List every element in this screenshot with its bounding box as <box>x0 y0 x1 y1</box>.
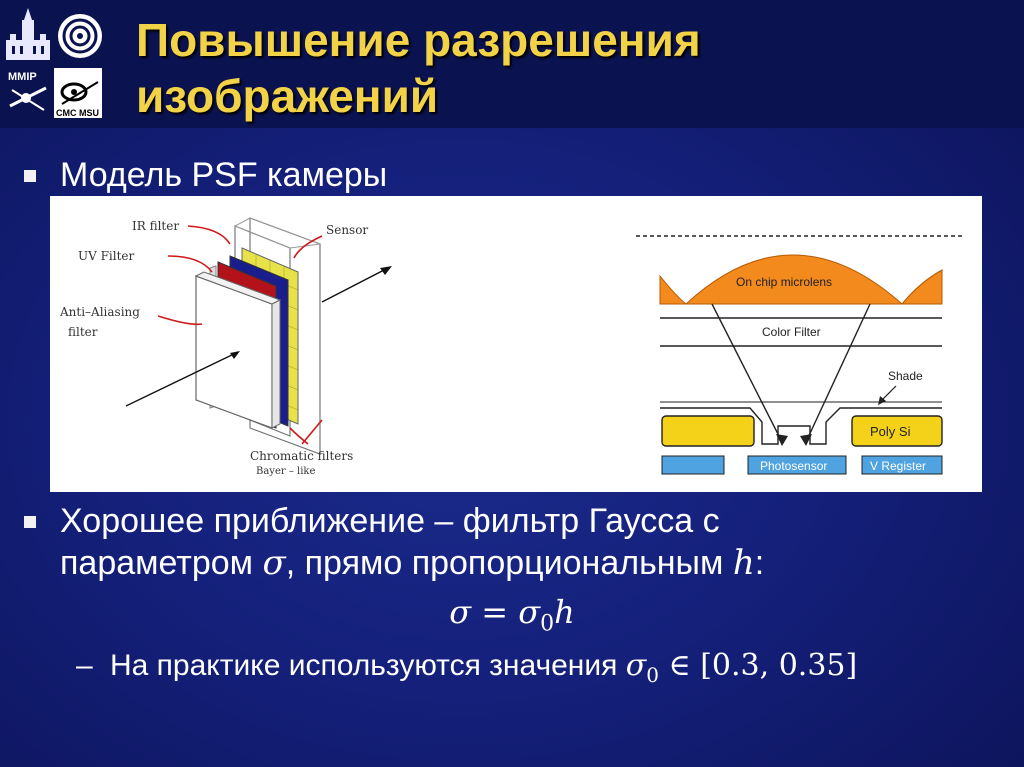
label-photosensor: Photosensor <box>760 459 827 473</box>
sigma-formula: σ = σ0h <box>449 593 575 637</box>
label-microlens: On chip microlens <box>736 275 832 289</box>
label-anti-aliasing-2: filter <box>68 325 98 339</box>
gauss-line-1: Хорошее приближение – фильтр Гаусса с <box>60 502 720 540</box>
mmip-label: MMIP <box>8 71 37 83</box>
cmc-msu-label: CMC MSU <box>56 108 99 118</box>
sigma-interval: [0.3, 0.35] <box>700 648 858 683</box>
label-color-filter: Color Filter <box>762 325 821 339</box>
label-ir-filter: IR filter <box>132 219 179 233</box>
subbullet-practical-values: –На практике используются значения σ0 ∈ … <box>76 648 858 687</box>
bullet-psf-model: Модель PSF камеры <box>60 156 388 194</box>
v-register-block <box>861 455 943 475</box>
spiral-emblem-icon <box>58 14 102 58</box>
poly-si-right <box>851 415 943 447</box>
poly-si-left <box>661 415 755 447</box>
camera-diagram: IR filter Sensor UV Filter Anti–Aliasing… <box>59 217 962 477</box>
sub-dash: – <box>76 649 93 682</box>
label-uv-filter: UV Filter <box>78 249 135 263</box>
pixel-cross-section-diagram: On chip microlens Color Filter Shade Pol… <box>636 235 962 475</box>
logo-group: MMIP CMC MSU <box>6 8 102 118</box>
label-v-register: V Register <box>870 459 926 473</box>
label-shade: Shade <box>888 369 923 383</box>
label-sensor: Sensor <box>326 223 368 237</box>
bullet-marker-1 <box>24 170 36 182</box>
filter-stack-diagram: IR filter Sensor UV Filter Anti–Aliasing… <box>59 217 392 477</box>
label-chromatic-filters: Chromatic filters <box>250 449 353 463</box>
h-symbol: h <box>732 543 755 583</box>
camera-psf-figure: IR filter Sensor UV Filter Anti–Aliasing… <box>50 196 982 492</box>
msu-building-icon <box>6 8 50 60</box>
title-bar: MMIP CMC MSU Повышение разрешения изобра… <box>0 0 1024 128</box>
title-line-2: изображений <box>136 70 439 122</box>
left-register <box>661 455 725 475</box>
mmip-logo: MMIP <box>6 68 50 118</box>
label-anti-aliasing-1: Anti–Aliasing <box>59 305 140 319</box>
gauss-line-2: параметром σ, прямо пропорциональным h: <box>60 543 765 583</box>
cmc-msu-logo: CMC MSU <box>54 68 102 118</box>
label-poly-si: Poly Si <box>870 424 911 439</box>
title-line-1: Повышение разрешения <box>136 14 701 66</box>
bullet-gauss-approx: Хорошее приближение – фильтр Гаусса с па… <box>60 500 1000 584</box>
label-bayer: Bayer – like <box>256 466 315 477</box>
bullet-marker-2 <box>24 516 36 528</box>
page-title: Повышение разрешения изображений <box>136 12 1016 124</box>
photosensor-block <box>747 455 847 475</box>
sigma-symbol: σ <box>262 543 286 583</box>
microlens-shape <box>684 254 904 305</box>
